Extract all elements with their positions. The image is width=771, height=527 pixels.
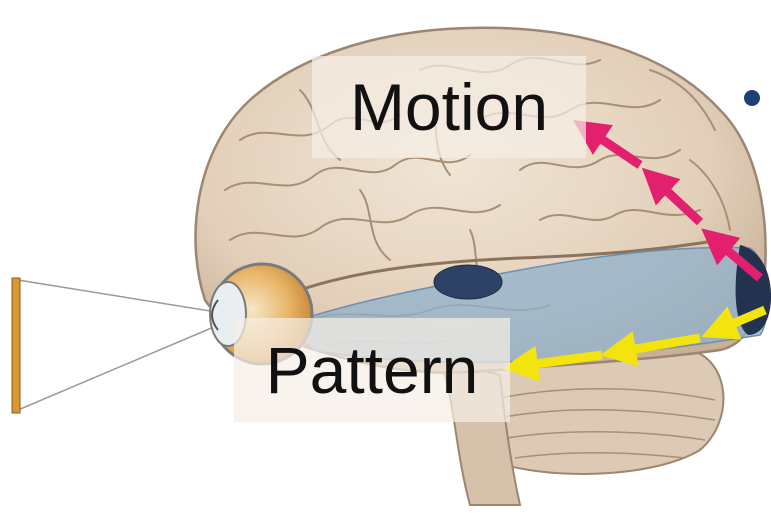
motion-label: Motion [312,56,586,158]
object-bar [12,278,20,413]
pattern-label: Pattern [234,318,510,422]
thalamus-oval [434,265,502,299]
bullet-icon [744,90,760,106]
